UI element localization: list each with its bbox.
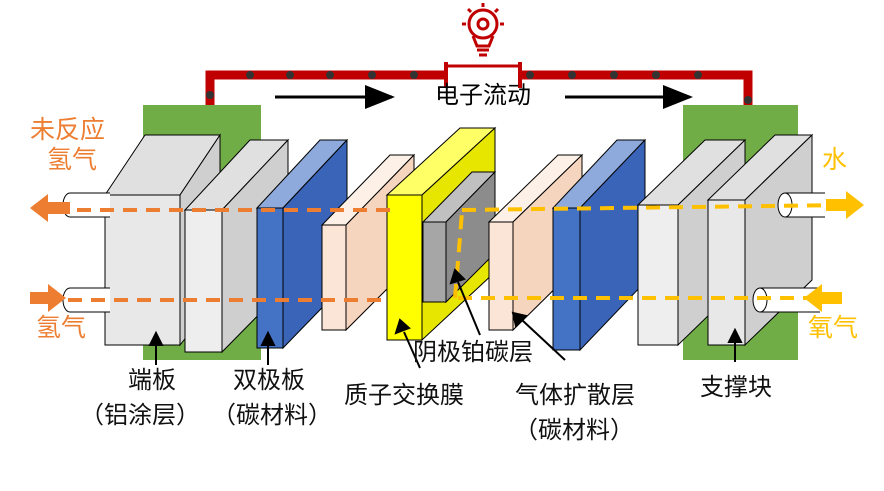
electron-flow-label: 电子流动	[435, 81, 531, 109]
unreacted-h2-label-2: 氢气	[47, 145, 98, 174]
pem-label: 质子交换膜	[344, 381, 464, 409]
water-label: 水	[822, 145, 848, 174]
support-block-label: 支撑块	[700, 373, 772, 401]
end-plate-sublabel: （铝涂层）	[80, 401, 200, 429]
oxygen-label: 氧气	[808, 313, 859, 342]
end-plate-label: 端板	[128, 366, 176, 394]
o2-inlet-arrow	[804, 284, 842, 312]
right-end-block	[706, 133, 825, 347]
label-pointers	[148, 268, 743, 369]
unreacted-h2-label-1: 未反应	[30, 115, 106, 144]
bipolar-plate-sublabel: （碳材料）	[212, 401, 332, 429]
h2-outlet-arrow	[30, 194, 70, 222]
lightbulb-icon	[462, 3, 504, 57]
bipolar-plate-label: 双极板	[233, 366, 305, 394]
gdl-label: 气体扩散层	[515, 381, 635, 409]
hydrogen-label: 氢气	[36, 313, 87, 342]
cathode-catalyst-label: 阴极铂碳层	[413, 338, 533, 366]
gdl-sublabel: （碳材料）	[514, 416, 634, 444]
oxygen-flow-path	[453, 203, 846, 300]
h2-inlet-arrow	[30, 284, 66, 312]
water-outlet-arrow	[826, 191, 864, 219]
hydrogen-flow-path	[45, 208, 390, 302]
